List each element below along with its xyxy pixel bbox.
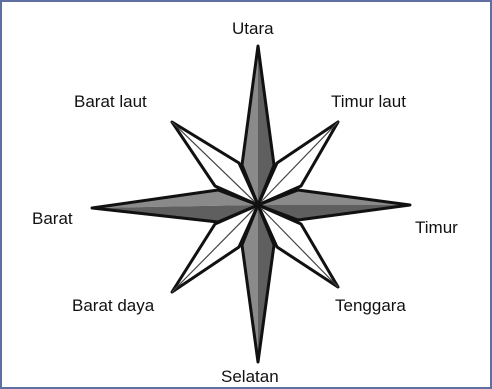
compass-center bbox=[255, 202, 261, 208]
label-northeast: Timur laut bbox=[331, 93, 406, 110]
label-southwest: Barat daya bbox=[72, 297, 154, 314]
label-southeast: Tenggara bbox=[335, 297, 406, 314]
label-north: Utara bbox=[232, 20, 274, 37]
label-south: Selatan bbox=[221, 368, 279, 385]
label-east: Timur bbox=[415, 219, 458, 236]
label-west: Barat bbox=[32, 210, 73, 227]
label-northwest: Barat laut bbox=[74, 93, 147, 110]
west-point bbox=[92, 190, 258, 222]
